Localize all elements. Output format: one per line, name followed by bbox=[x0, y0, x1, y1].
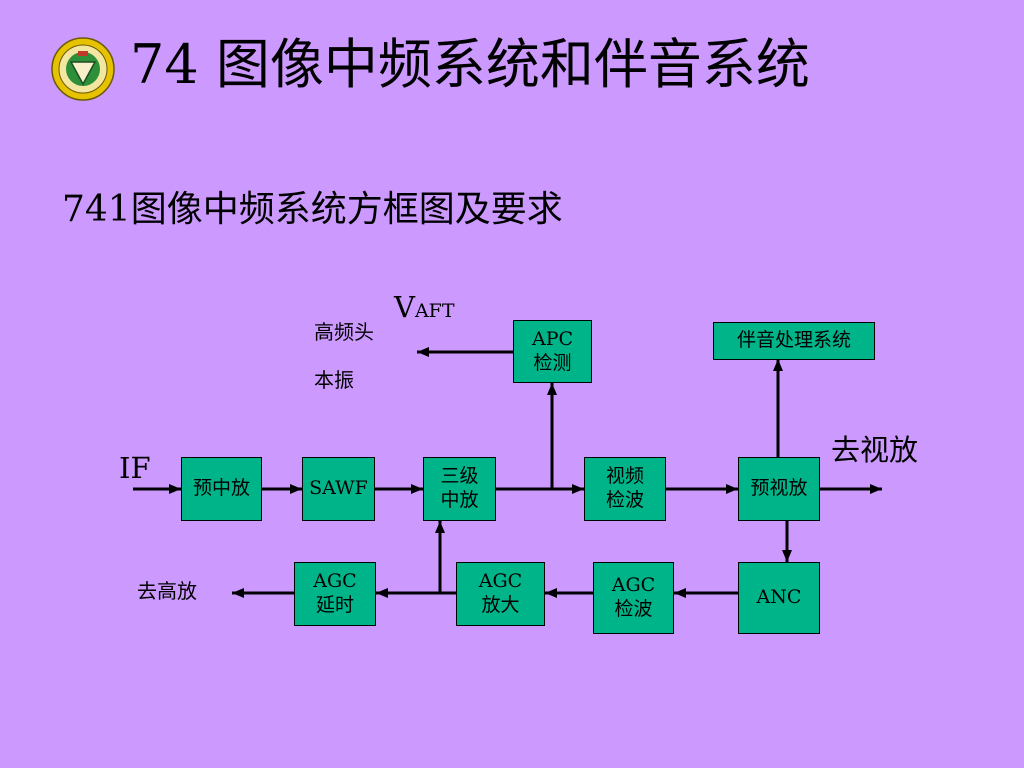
block-pre-video-amp: 预视放 bbox=[738, 457, 820, 521]
if-input-label: IF bbox=[119, 451, 151, 485]
block-apc-detector: APC 检测 bbox=[513, 320, 592, 383]
rf-agc-output-label: 去高放 bbox=[137, 579, 197, 603]
block-sound-processing: 伴音处理系统 bbox=[713, 322, 875, 360]
tuner-label-line1: 高频头 bbox=[314, 320, 374, 344]
block-pre-if-amp: 预中放 bbox=[181, 457, 262, 521]
tuner-label-line2: 本振 bbox=[314, 368, 354, 392]
video-output-label: 去视放 bbox=[831, 433, 919, 467]
block-agc-delay: AGC 延时 bbox=[294, 562, 376, 626]
block-agc-amp: AGC 放大 bbox=[456, 562, 545, 626]
vaft-label: VAFT bbox=[394, 290, 455, 324]
block-three-stage-if-amp: 三级 中放 bbox=[423, 457, 496, 521]
block-agc-detector: AGC 检波 bbox=[593, 562, 674, 634]
section-subtitle: 741图像中频系统方框图及要求 bbox=[62, 189, 563, 230]
block-video-detector: 视频 检波 bbox=[584, 457, 666, 521]
block-anc: ANC bbox=[738, 562, 820, 634]
block-sawf: SAWF bbox=[302, 457, 375, 521]
page-title: 74 图像中频系统和伴音系统 bbox=[130, 33, 810, 96]
university-seal-logo bbox=[51, 37, 115, 101]
